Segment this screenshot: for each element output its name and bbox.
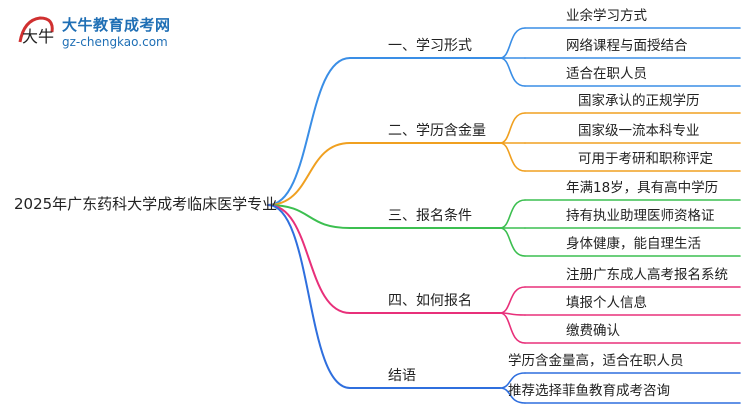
leaf-label: 持有执业助理医师资格证 — [566, 208, 715, 224]
leaf-connector — [499, 227, 526, 257]
branch-connector — [267, 204, 351, 314]
leaf-connector — [499, 57, 526, 87]
leaf-label: 缴费确认 — [566, 323, 620, 339]
logo-mark-text: 大牛 — [22, 27, 54, 46]
leaf-connector — [499, 199, 526, 229]
leaf-label: 填报个人信息 — [566, 295, 647, 311]
branch-label: 二、学历含金量 — [388, 123, 486, 139]
branch-label: 结语 — [388, 368, 416, 384]
mindmap-root-topic: 2025年广东药科大学成考临床医学专业 — [14, 195, 278, 213]
leaf-label: 可用于考研和职称评定 — [578, 151, 713, 167]
leaf-connector — [499, 142, 526, 172]
branch-label: 四、如何报名 — [388, 293, 472, 309]
leaf-label: 身体健康，能自理生活 — [566, 236, 701, 252]
leaf-connector — [499, 387, 526, 404]
branch-connector — [267, 142, 351, 206]
branch-label: 三、报名条件 — [388, 208, 472, 224]
leaf-label: 国家级一流本科专业 — [578, 123, 700, 139]
leaf-label: 学历含金量高，适合在职人员 — [508, 353, 684, 369]
leaf-label: 推荐选择菲鱼教育成考咨询 — [508, 383, 670, 399]
logo-title: 大牛教育成考网 — [62, 16, 171, 34]
logo-url: gz-chengkao.com — [62, 35, 168, 49]
leaf-label: 国家承认的正规学历 — [578, 93, 700, 109]
leaf-label: 业余学习方式 — [566, 8, 647, 24]
leaf-connector — [499, 112, 526, 144]
logo-mark-icon: 大牛 — [18, 16, 54, 46]
branch-connector — [267, 204, 351, 229]
branch-connector — [267, 204, 351, 389]
leaf-connector — [499, 312, 526, 344]
leaf-label: 年满18岁，具有高中学历 — [566, 180, 719, 196]
leaf-connector — [499, 286, 526, 314]
leaf-label: 注册广东成人高考报名系统 — [566, 267, 728, 283]
leaf-connector — [499, 27, 526, 59]
leaf-label: 适合在职人员 — [566, 66, 647, 82]
branch-label: 一、学习形式 — [388, 38, 472, 54]
branch-connector — [267, 57, 351, 206]
site-logo[interactable]: 大牛 大牛教育成考网 gz-chengkao.com — [14, 10, 224, 56]
leaf-label: 网络课程与面授结合 — [566, 38, 688, 54]
